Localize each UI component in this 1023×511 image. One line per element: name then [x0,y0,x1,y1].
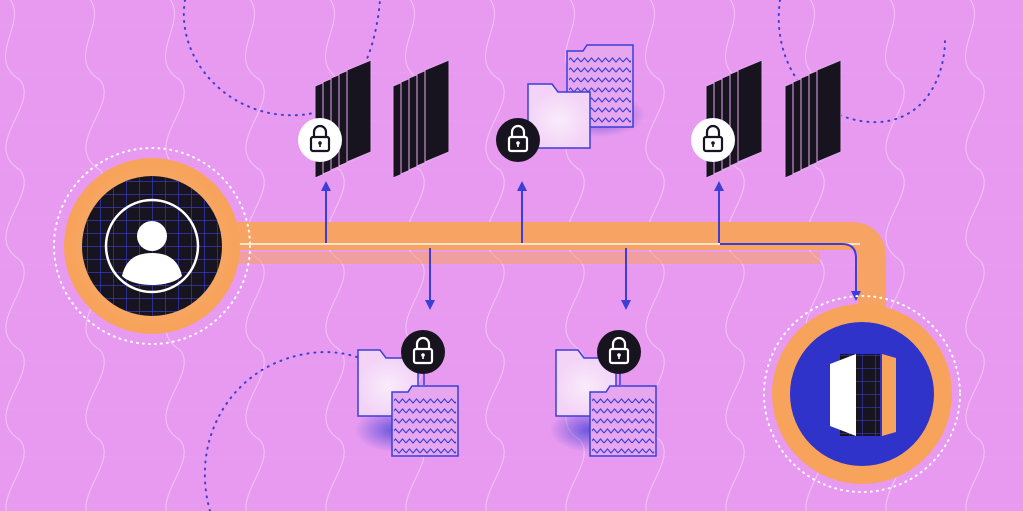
folder-back [391,385,459,457]
logo-icon [830,354,896,436]
wave-line [5,0,25,511]
lock-shackle [510,124,526,138]
flow-arrows [321,181,861,310]
lock-icon [298,118,342,162]
lock-body [608,347,630,365]
upper-group-1 [298,59,450,179]
lock-shackle [611,336,627,350]
user-icon [122,221,182,285]
lock-body [412,347,434,365]
lower-group-1 [355,330,459,457]
lock-icon [401,330,445,374]
lock-badge [298,118,342,162]
lock-badge [691,118,735,162]
lock-badge [597,330,641,374]
document-sheet [424,59,450,163]
upper-group-2 [496,44,645,162]
upper-group-3 [691,59,842,179]
document-sheet [816,59,842,163]
wave-line [965,0,985,511]
lock-shackle [312,124,328,138]
document-sheet [346,59,372,163]
lower-group-2 [550,330,657,457]
document-stack-2 [392,59,450,179]
lock-body [702,135,724,153]
lock-shackle [415,336,431,350]
lock-shackle [705,124,721,138]
document-stack-4 [784,59,842,179]
user-avatar-node [53,147,251,345]
folder-back [589,385,657,457]
lock-icon [496,118,540,162]
lock-badge [401,330,445,374]
document-sheet [737,59,763,163]
arrow-to-destination [720,243,861,301]
lock-icon [691,118,735,162]
lock-badge [496,118,540,162]
lock-icon [597,330,641,374]
destination-logo-node [763,295,961,493]
lock-body [309,135,331,153]
lock-body [507,135,529,153]
dotted-arcs [182,0,946,511]
